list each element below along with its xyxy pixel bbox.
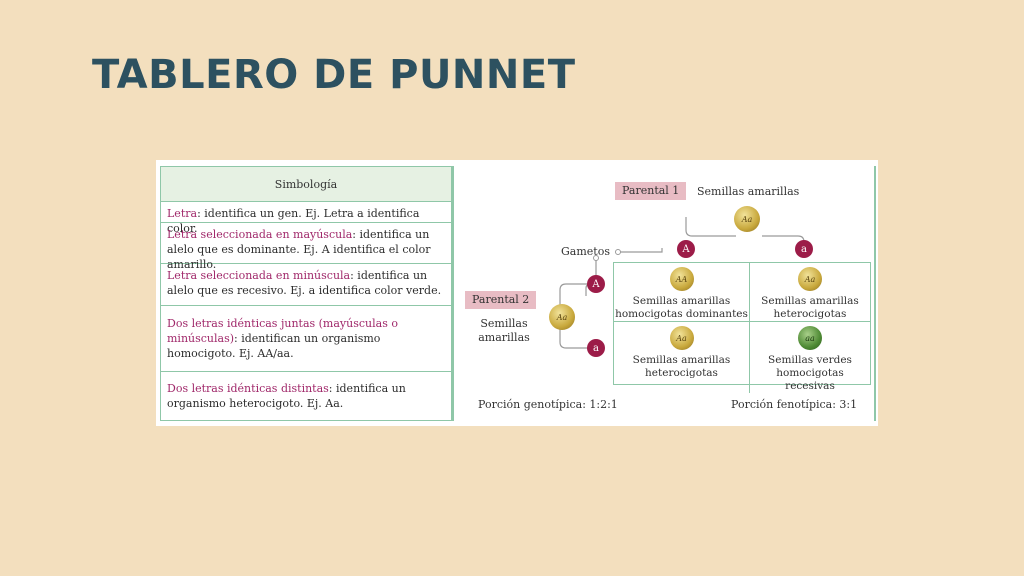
gamete-p1-dominant: A xyxy=(677,240,695,258)
parental1-seed: Aa xyxy=(734,206,760,232)
symbology-term: Dos letras idénticas distintas xyxy=(167,382,329,395)
cell-label: Semillas amarillas heterocigotas xyxy=(632,354,731,379)
symbology-definition: : identifican un organismo homocigoto. E… xyxy=(167,332,381,360)
gamete-p2-recessive: a xyxy=(587,339,605,357)
connector-lines xyxy=(559,217,805,349)
allele-letter: a xyxy=(801,243,807,255)
cell-label: Semillas amarillas heterocigotas xyxy=(761,295,859,320)
gamete-p2-dominant: A xyxy=(587,275,605,293)
cell-genotype: AA xyxy=(675,274,688,284)
parental1-genotype: Aa xyxy=(741,214,753,224)
punnett-cell: AA Semillas amarillas homocigotas domina… xyxy=(614,263,750,322)
parental2-label: Semillas amarillas xyxy=(478,317,530,344)
symbology-row: Letra seleccionada en minúscula: identif… xyxy=(161,264,451,306)
cell-genotype: Aa xyxy=(804,274,816,284)
cell-label: Semillas verdes homocigotas recesivas xyxy=(768,354,852,392)
symbology-definition: : identifica un organismo heterocigoto. … xyxy=(167,382,406,410)
symbology-term: Letra xyxy=(167,207,198,220)
seed-icon: aa xyxy=(798,326,822,350)
allele-letter: A xyxy=(592,278,600,290)
phenotypic-ratio: Porción fenotípica: 3:1 xyxy=(731,398,858,411)
symbology-row: Dos letras idénticas juntas (mayúsculas … xyxy=(161,306,451,372)
symbology-row: Dos letras idénticas distintas: identifi… xyxy=(161,372,451,420)
panel-divider xyxy=(452,166,454,421)
symbology-definition: : identifica un alelo que es dominante. … xyxy=(167,228,431,271)
symbology-header: Simbología xyxy=(161,167,451,202)
genotypic-ratio: Porción genotípica: 1:2:1 xyxy=(478,398,618,411)
parental1-tag: Parental 1 xyxy=(615,182,687,200)
symbology-definition: : identifica un alelo que es recesivo. E… xyxy=(167,269,442,297)
punnett-cell: Aa Semillas amarillas heterocigotas xyxy=(614,322,750,393)
figure-border xyxy=(874,166,876,421)
slide-title: TABLERO DE PUNNET xyxy=(92,52,576,98)
allele-letter: a xyxy=(593,342,599,354)
seed-icon: AA xyxy=(669,267,694,291)
symbology-term: Dos letras idénticas juntas (mayúsculas … xyxy=(167,317,398,345)
cell-genotype: aa xyxy=(805,333,815,343)
parental2-genotype: Aa xyxy=(556,312,568,322)
symbology-term: Letra seleccionada en minúscula xyxy=(167,269,351,282)
punnett-cell: Aa Semillas amarillas heterocigotas xyxy=(750,263,870,322)
parental2-seed: Aa xyxy=(549,304,575,330)
symbology-term: Letra seleccionada en mayúscula xyxy=(167,228,353,241)
parental2-tag: Parental 2 xyxy=(465,291,537,309)
seed-icon: Aa xyxy=(798,267,822,291)
symbology-table: Simbología Letra: identifica un gen. Ej.… xyxy=(160,166,452,421)
symbology-row: Letra: identifica un gen. Ej. Letra a id… xyxy=(161,202,451,235)
parental1-label: Semillas amarillas xyxy=(697,185,800,198)
seed-icon: Aa xyxy=(669,326,694,350)
gamete-p1-recessive: a xyxy=(795,240,813,258)
punnett-cell: aa Semillas verdes homocigotas recesivas xyxy=(750,322,870,393)
symbology-row: Letra seleccionada en mayúscula: identif… xyxy=(161,223,451,271)
gametes-label: Gametos xyxy=(561,245,610,258)
cell-genotype: Aa xyxy=(676,333,687,343)
symbology-definition: : identifica un gen. Ej. Letra a identif… xyxy=(167,207,420,235)
punnett-figure: Simbología Letra: identifica un gen. Ej.… xyxy=(156,160,878,426)
allele-letter: A xyxy=(682,243,690,255)
punnett-grid: AA Semillas amarillas homocigotas domina… xyxy=(613,262,871,393)
cell-label: Semillas amarillas homocigotas dominante… xyxy=(615,295,748,320)
